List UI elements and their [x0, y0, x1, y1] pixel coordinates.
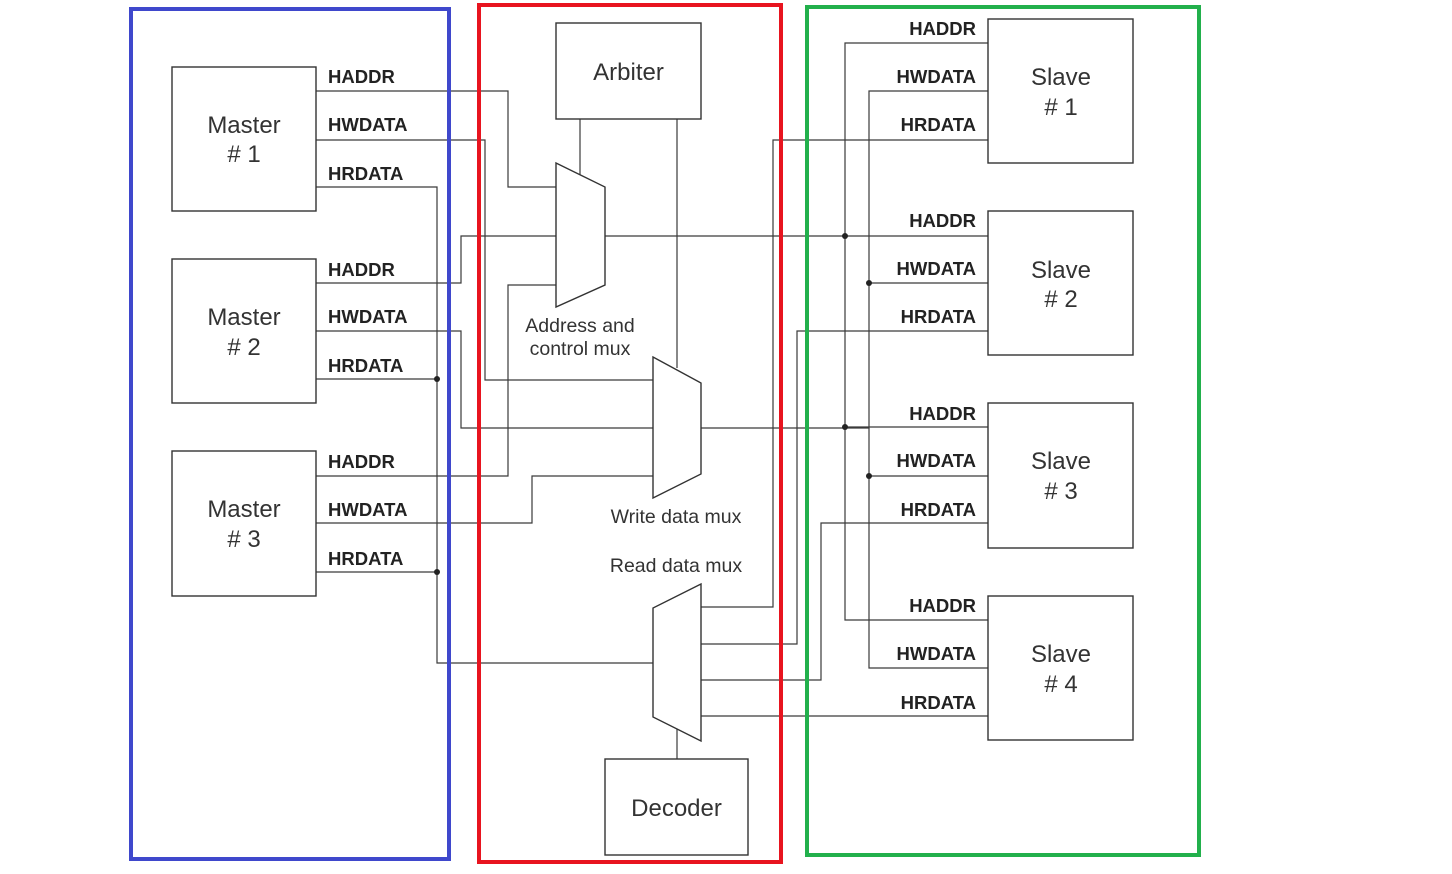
master-1: Master # 1 HADDR HWDATA HRDATA [171, 66, 407, 212]
read-mux-caption: Read data mux [610, 555, 742, 577]
decoder-block: Decoder [604, 758, 749, 856]
slave-3-haddr-label: HADDR [909, 403, 976, 424]
address-mux-caption-line2: control mux [530, 338, 631, 360]
interconnect-group-outline [477, 3, 783, 864]
m3-haddr-wire [316, 284, 556, 477]
write-data-mux [652, 355, 702, 500]
address-control-mux [555, 161, 606, 309]
junction-dot [842, 233, 848, 239]
slave-4-haddr-label: HADDR [909, 595, 976, 616]
s3-hrdata-wire [701, 522, 988, 681]
master-3-hrdata-label: HRDATA [328, 548, 403, 569]
decoder-label: Decoder [631, 795, 722, 822]
address-mux-caption-line1: Address and [525, 315, 635, 337]
hwdata-bus-lower [868, 428, 988, 669]
slave-4-hrdata-label: HRDATA [901, 692, 976, 713]
master-1-hwdata-label: HWDATA [328, 114, 407, 135]
slave-3-name: Slave [1031, 448, 1091, 475]
interconnect-wires [316, 42, 988, 759]
junction-dot [866, 473, 872, 479]
slave-1-haddr-label: HADDR [909, 18, 976, 39]
master-3-name: Master [207, 496, 280, 523]
slave-3-number: # 3 [1044, 478, 1077, 505]
master-1-haddr-label: HADDR [328, 66, 395, 87]
junction-dot [434, 569, 440, 575]
slaves-group-outline [805, 5, 1201, 857]
m1-haddr-wire [316, 90, 556, 188]
master-1-name: Master [207, 112, 280, 139]
slave-2-hwdata-label: HWDATA [897, 258, 976, 279]
junction-dot [434, 376, 440, 382]
hwdata-bus [701, 90, 988, 429]
slave-3-hwdata-label: HWDATA [897, 450, 976, 471]
master-2: Master # 2 HADDR HWDATA HRDATA [171, 258, 407, 404]
master-3-number: # 3 [227, 526, 260, 553]
arbiter-label: Arbiter [593, 59, 664, 86]
slave-4-number: # 4 [1044, 671, 1077, 698]
master-3: Master # 3 HADDR HWDATA HRDATA [171, 450, 407, 597]
master-1-hrdata-label: HRDATA [328, 163, 403, 184]
s2-hrdata-wire [701, 330, 988, 645]
slave-2-name: Slave [1031, 257, 1091, 284]
arbiter-block: Arbiter [555, 22, 702, 120]
master-3-hwdata-label: HWDATA [328, 499, 407, 520]
write-mux-caption: Write data mux [611, 506, 742, 528]
haddr-bus-lower [844, 236, 988, 621]
hrdata-return-bus [316, 186, 653, 664]
slave-1-name: Slave [1031, 64, 1091, 91]
master-1-number: # 1 [227, 141, 260, 168]
m2-haddr-wire [316, 235, 556, 284]
junction-dot [866, 280, 872, 286]
master-2-number: # 2 [227, 334, 260, 361]
slave-4: Slave # 4 HADDR HWDATA HRDATA [897, 595, 1134, 741]
master-2-haddr-label: HADDR [328, 259, 395, 280]
m2-hwdata-wire [316, 330, 653, 429]
slave-3: Slave # 3 HADDR HWDATA HRDATA [897, 402, 1134, 549]
slave-4-name: Slave [1031, 641, 1091, 668]
slave-1: Slave # 1 HADDR HWDATA HRDATA [897, 18, 1134, 164]
m1-hwdata-wire [316, 139, 653, 381]
master-2-hrdata-label: HRDATA [328, 355, 403, 376]
master-2-name: Master [207, 304, 280, 331]
m3-hwdata-wire [316, 475, 653, 524]
slave-2-haddr-label: HADDR [909, 210, 976, 231]
slave-1-hrdata-label: HRDATA [901, 114, 976, 135]
junction-dots [434, 233, 872, 575]
slave-3-hrdata-label: HRDATA [901, 499, 976, 520]
slave-4-hwdata-label: HWDATA [897, 643, 976, 664]
master-2-hwdata-label: HWDATA [328, 306, 407, 327]
slave-1-hwdata-label: HWDATA [897, 66, 976, 87]
masters-group-outline [129, 7, 451, 861]
junction-dot [842, 424, 848, 430]
master-3-haddr-label: HADDR [328, 451, 395, 472]
slave-2: Slave # 2 HADDR HWDATA HRDATA [897, 210, 1134, 356]
slave-1-number: # 1 [1044, 94, 1077, 121]
slave-2-hrdata-label: HRDATA [901, 306, 976, 327]
read-data-mux [652, 582, 702, 743]
slave-2-number: # 2 [1044, 286, 1077, 313]
s1-hrdata-wire [701, 139, 988, 608]
